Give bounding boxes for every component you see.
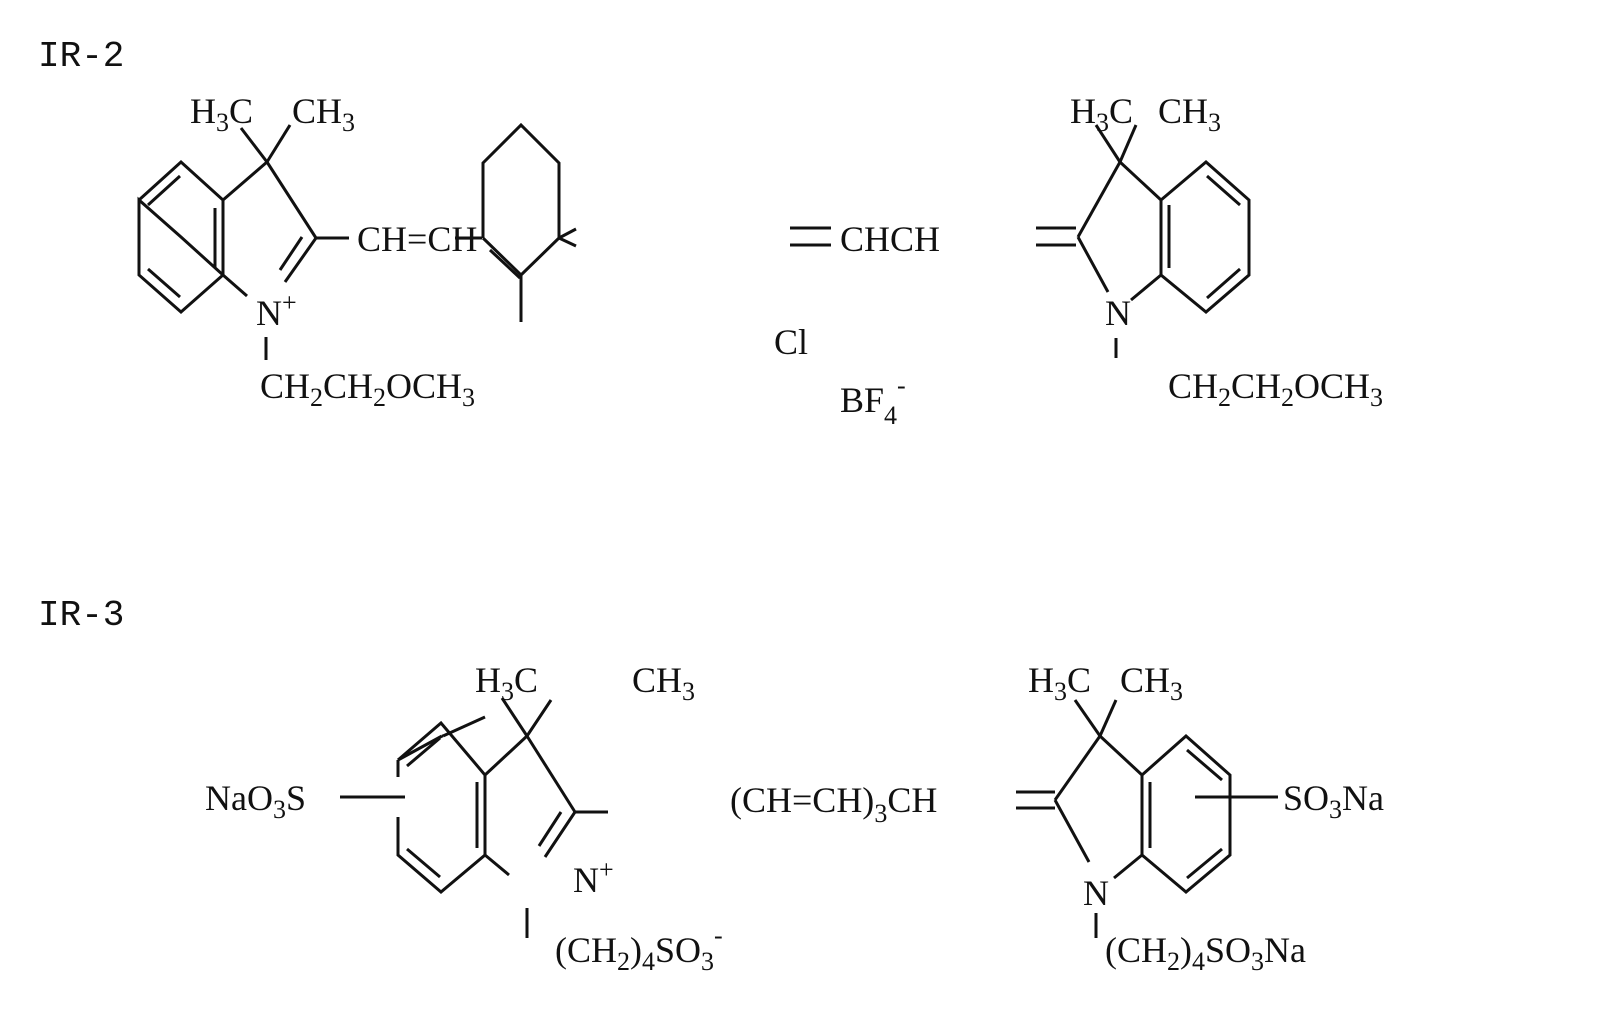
- nitrogen-cation-label: N+: [573, 855, 614, 900]
- right-nitrogen-label: N: [1105, 293, 1131, 333]
- right-n-methoxyethyl-label: CH2CH2OCH3: [1168, 366, 1383, 412]
- gem-methyl-right-label: CH3: [632, 660, 695, 706]
- left-pyrrole-ring: [483, 697, 608, 938]
- tetrafluoroborate-counterion-label: BF4-: [840, 371, 906, 430]
- right-nitrogen-label: N: [1083, 873, 1109, 913]
- n-sulfobutyl-anion-label: (CH2)4SO3-: [555, 921, 723, 976]
- compound-label: IR-3: [38, 595, 124, 636]
- right-indole-rings: [1076, 124, 1251, 358]
- compound-label: IR-2: [38, 36, 124, 77]
- compound-ir-2: IR-2 H3C CH3 N+ CH2CH2OCH3 CH=CH: [38, 36, 1383, 430]
- compound-ir-3: IR-3 NaO3S H3C CH3: [38, 595, 1384, 976]
- right-sulfonate-substituent-label: SO3Na: [1283, 778, 1384, 824]
- nitrogen-cation-label: N+: [256, 288, 297, 333]
- right-n-sulfobutyl-label: (CH2)4SO3Na: [1105, 930, 1306, 976]
- gem-methyl-left-label: H3C: [475, 660, 538, 706]
- methine-bridge-label: CHCH: [840, 219, 940, 259]
- gem-methyl-left-label: H3C: [190, 91, 253, 137]
- chloro-substituent-label: Cl: [774, 322, 808, 362]
- cyclohexene-ring: [481, 122, 577, 322]
- right-gem-methyl-left-label: H3C: [1070, 91, 1133, 137]
- n-methoxyethyl-label: CH2CH2OCH3: [260, 366, 475, 412]
- right-gem-methyl-right-label: CH3: [1158, 91, 1221, 137]
- left-benzene-ring: [137, 159, 225, 314]
- right-indole-rings: [1053, 699, 1278, 938]
- left-benzene-ring: [396, 715, 487, 894]
- left-pyrrole-ring: [222, 124, 349, 360]
- right-gem-methyl-left-label: H3C: [1028, 660, 1091, 706]
- polymethine-bridge-label: (CH=CH)3CH: [730, 780, 937, 828]
- gem-methyl-right-label: CH3: [292, 91, 355, 137]
- right-gem-methyl-right-label: CH3: [1120, 660, 1183, 706]
- left-sulfonate-substituent-label: NaO3S: [205, 778, 306, 824]
